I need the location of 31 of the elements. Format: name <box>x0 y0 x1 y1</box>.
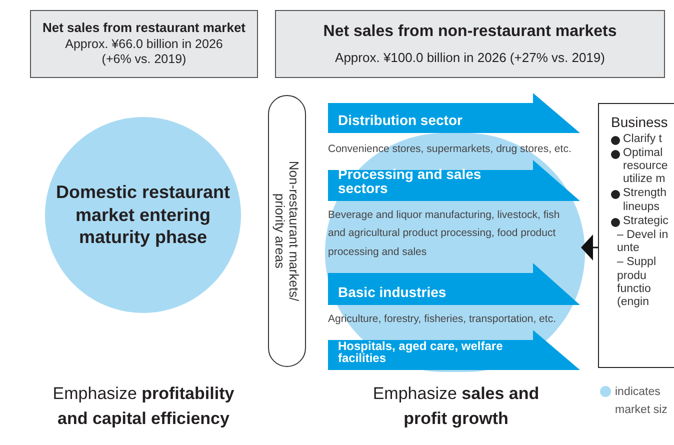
bullet-text: Optimal resource utilize m <box>623 146 669 186</box>
arrow-label: Basic industries <box>338 285 448 300</box>
sector-banner <box>328 330 580 370</box>
box-heading: Net sales from non-restaurant markets <box>323 22 617 42</box>
emphasis-text: Emphasize sales and profit growth <box>372 383 540 430</box>
sector-description: Convenience stores, supermarkets, drug stores, etc. <box>328 142 572 157</box>
box-heading: Net sales from restaurant market <box>42 20 246 36</box>
sector-description: Beverage and liquor manufacturing, livestock, fish and agricultural product processing, food product processing and sales <box>328 208 561 260</box>
bullet-text: Strategic <box>623 214 670 228</box>
sector-banner <box>328 263 580 305</box>
rounded-label-box <box>268 95 306 367</box>
arrow-label: Processing and sales sectors <box>338 166 482 196</box>
vertical-label: Non-restaurant markets/ priority areas <box>273 160 301 304</box>
sub-item: – Devel in unte <box>616 229 670 256</box>
bullet-text: Strength lineups <box>623 187 668 214</box>
legend-text: indicates market siz <box>615 385 668 418</box>
panel-heading: Business <box>611 114 669 132</box>
sector-banner <box>328 160 580 201</box>
arrow-label: Hospitals, aged care, welfare facilities <box>338 340 504 365</box>
info-box <box>275 10 665 78</box>
pointer-arrow <box>581 234 598 260</box>
circle-text: Domestic restaurant market entering maturity phase <box>54 181 232 249</box>
sub-item: – Suppl produ functio (engin <box>616 256 658 310</box>
emphasis-text: Emphasize profitability and capital efficiency <box>52 383 236 430</box>
info-panel <box>598 103 674 368</box>
box-text: Approx. ¥66.0 billion in 2026 (+6% vs. 2019) <box>64 36 224 68</box>
arrow-label: Distribution sector <box>338 113 464 128</box>
info-box <box>30 10 258 78</box>
sector-description: Agriculture, forestry, fisheries, transportation, etc. <box>328 312 557 327</box>
box-text: Approx. ¥100.0 billion in 2026 (+27% vs. 2019) <box>335 50 605 66</box>
bullet-text: Clarify t <box>623 132 663 146</box>
